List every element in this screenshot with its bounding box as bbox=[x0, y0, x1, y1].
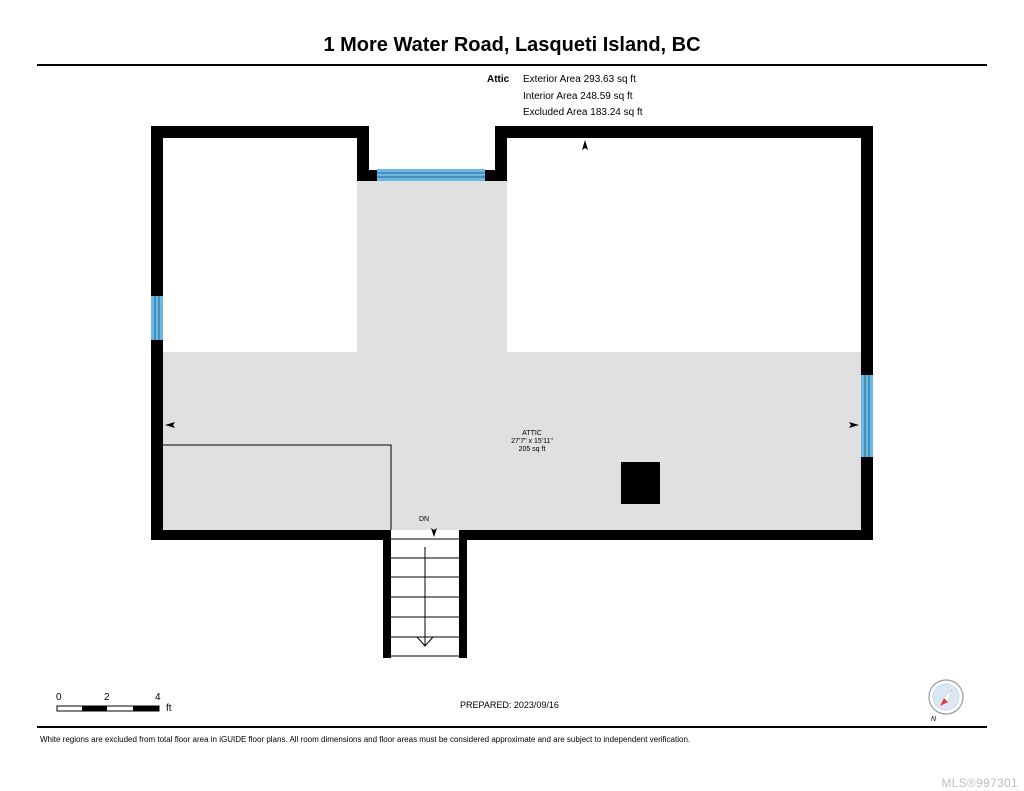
excluded-area: Excluded Area 183.24 sq ft bbox=[523, 107, 643, 118]
compass-north-label: N bbox=[931, 716, 937, 722]
interior-outline bbox=[163, 444, 392, 530]
scale-tick-4: 4 bbox=[155, 692, 161, 703]
exterior-area: Exterior Area 293.63 sq ft bbox=[523, 74, 636, 85]
stair-label: DN bbox=[419, 516, 430, 523]
compass-icon: N bbox=[928, 679, 964, 722]
window-top bbox=[377, 169, 485, 181]
footer-divider bbox=[37, 726, 987, 728]
room-area: 205 sq ft bbox=[518, 446, 546, 453]
window-right bbox=[861, 375, 873, 457]
scale-tick-0: 0 bbox=[56, 692, 62, 703]
marker-right bbox=[849, 422, 859, 428]
window-left bbox=[151, 296, 163, 340]
marker-dn bbox=[431, 528, 437, 537]
marker-left bbox=[165, 422, 175, 428]
scale-bar bbox=[56, 705, 160, 712]
mls-watermark: MLS®997301 bbox=[941, 776, 1018, 790]
chimney-block bbox=[621, 462, 660, 504]
room-name: ATTIC bbox=[522, 430, 542, 437]
header-divider bbox=[37, 64, 987, 66]
interior-area: Interior Area 248.59 sq ft bbox=[523, 90, 633, 102]
stair-direction-arrow bbox=[416, 547, 434, 647]
room-dimensions: 27'7" x 15'11" bbox=[511, 438, 553, 445]
area-summary: Exterior Area 293.63 sq ft Interior Area… bbox=[523, 72, 643, 122]
plan-title: 1 More Water Road, Lasqueti Island, BC bbox=[323, 34, 701, 56]
scale-tick-2: 2 bbox=[104, 692, 110, 703]
windows bbox=[151, 169, 873, 457]
prepared-date: PREPARED: 2023/09/16 bbox=[460, 700, 559, 710]
disclaimer-text: White regions are excluded from total fl… bbox=[40, 735, 691, 744]
marker-top bbox=[582, 140, 588, 150]
scale-unit: ft bbox=[166, 703, 172, 714]
floor-area bbox=[163, 180, 861, 530]
room-label-attic: ATTIC 27'7" x 15'11" 205 sq ft bbox=[478, 430, 586, 454]
floor-name: Attic bbox=[487, 74, 510, 85]
